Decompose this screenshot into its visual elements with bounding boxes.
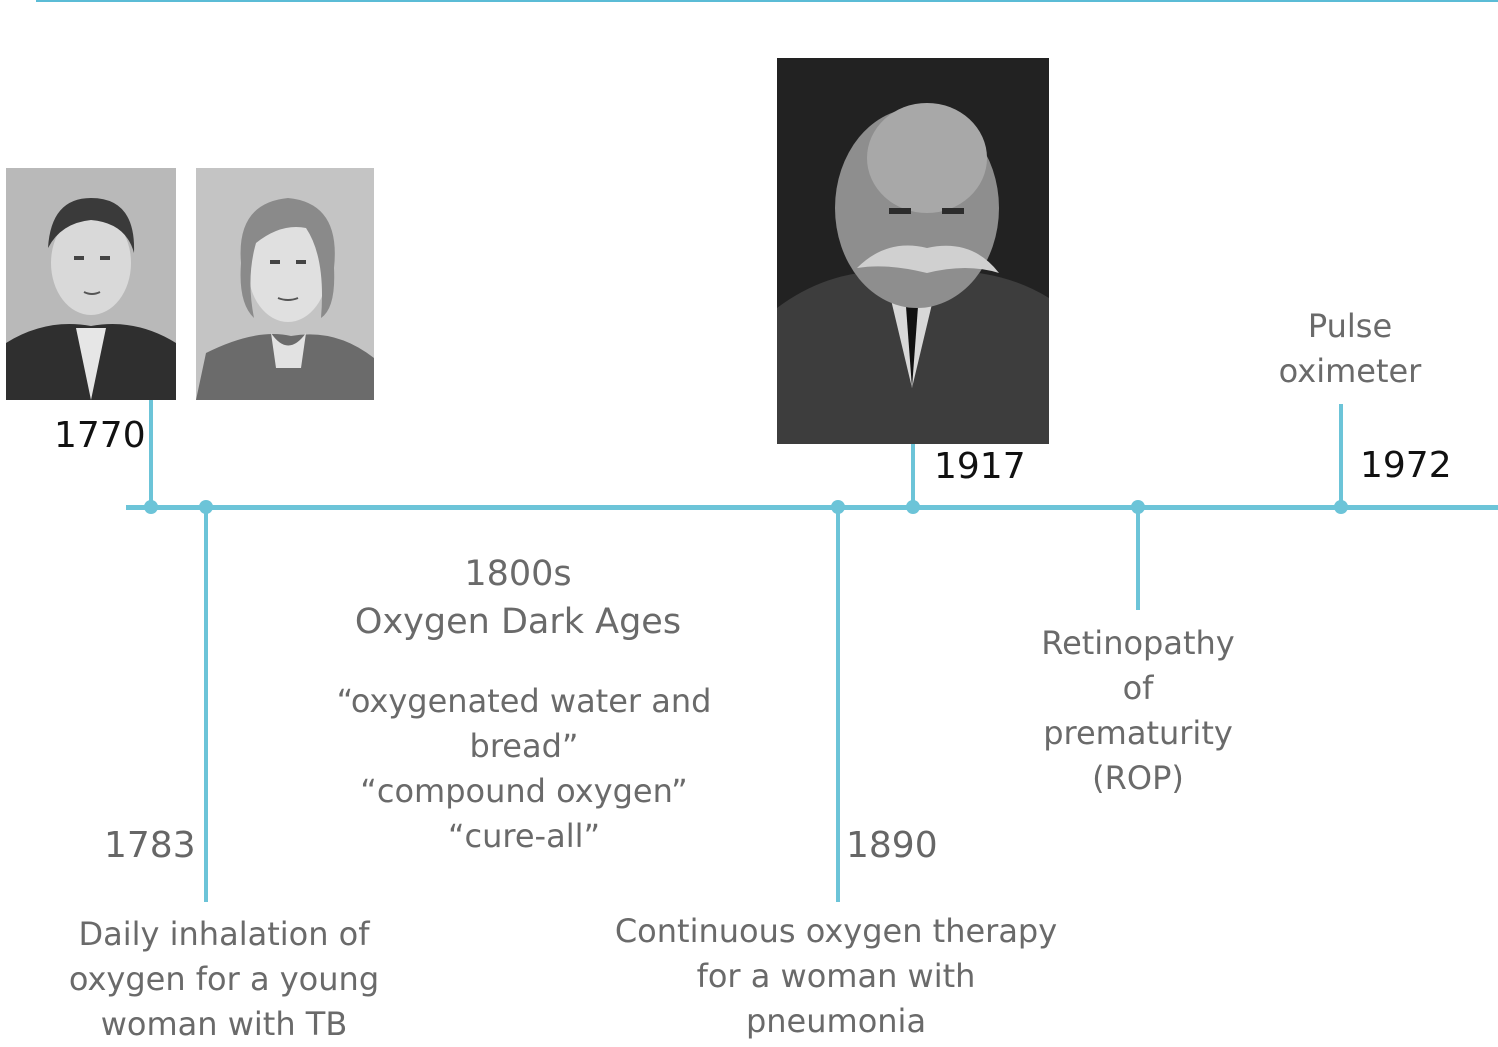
caption-line: woman with TB bbox=[24, 1002, 424, 1047]
stem-1890 bbox=[836, 507, 840, 902]
caption-line: Retinopathy bbox=[1018, 621, 1258, 666]
caption-line: Pulse bbox=[1250, 304, 1450, 349]
marker-1770 bbox=[144, 500, 158, 514]
year-label-1770: 1770 bbox=[54, 416, 146, 456]
marker-1783 bbox=[199, 500, 213, 514]
caption-1972: Pulse oximeter bbox=[1250, 304, 1450, 394]
caption-line: pneumonia bbox=[586, 999, 1086, 1044]
stem-1972 bbox=[1339, 404, 1343, 508]
quote-line: “oxygenated water and bbox=[298, 679, 750, 724]
marker-rop bbox=[1131, 500, 1145, 514]
marker-1972 bbox=[1334, 500, 1348, 514]
caption-line: oximeter bbox=[1250, 349, 1450, 394]
quote-line: “compound oxygen” bbox=[298, 769, 750, 814]
year-label-1890: 1890 bbox=[846, 826, 938, 866]
caption-line: Continuous oxygen therapy bbox=[586, 909, 1086, 954]
caption-1783: Daily inhalation of oxygen for a young w… bbox=[24, 912, 424, 1047]
timeline-axis bbox=[126, 505, 1498, 510]
marker-1890 bbox=[831, 500, 845, 514]
year-label-1783: 1783 bbox=[104, 826, 196, 866]
stem-1770 bbox=[149, 400, 153, 508]
stem-1917 bbox=[911, 444, 915, 508]
caption-rop: Retinopathy of prematurity (ROP) bbox=[1018, 621, 1258, 801]
caption-1890: Continuous oxygen therapy for a woman wi… bbox=[586, 909, 1086, 1044]
caption-line: for a woman with bbox=[586, 954, 1086, 999]
stem-1783 bbox=[204, 507, 208, 902]
portrait-1917 bbox=[777, 58, 1049, 444]
quote-line: “cure-all” bbox=[298, 814, 750, 859]
portrait-1770-left bbox=[6, 168, 176, 400]
stem-rop bbox=[1136, 507, 1140, 610]
year-label-1972: 1972 bbox=[1360, 446, 1452, 486]
era-title: 1800s bbox=[318, 552, 718, 596]
caption-line: (ROP) bbox=[1018, 756, 1258, 801]
portrait-1770-right bbox=[196, 168, 374, 400]
caption-line: oxygen for a young bbox=[24, 957, 424, 1002]
year-label-1917: 1917 bbox=[934, 447, 1026, 487]
caption-line: prematurity bbox=[1018, 711, 1258, 756]
top-divider-line bbox=[36, 0, 1498, 2]
caption-line: of bbox=[1018, 666, 1258, 711]
marker-1917 bbox=[906, 500, 920, 514]
era-subtitle: Oxygen Dark Ages bbox=[298, 600, 738, 644]
caption-line: Daily inhalation of bbox=[24, 912, 424, 957]
era-quotes: “oxygenated water and bread” “compound o… bbox=[298, 679, 750, 859]
quote-line: bread” bbox=[298, 724, 750, 769]
